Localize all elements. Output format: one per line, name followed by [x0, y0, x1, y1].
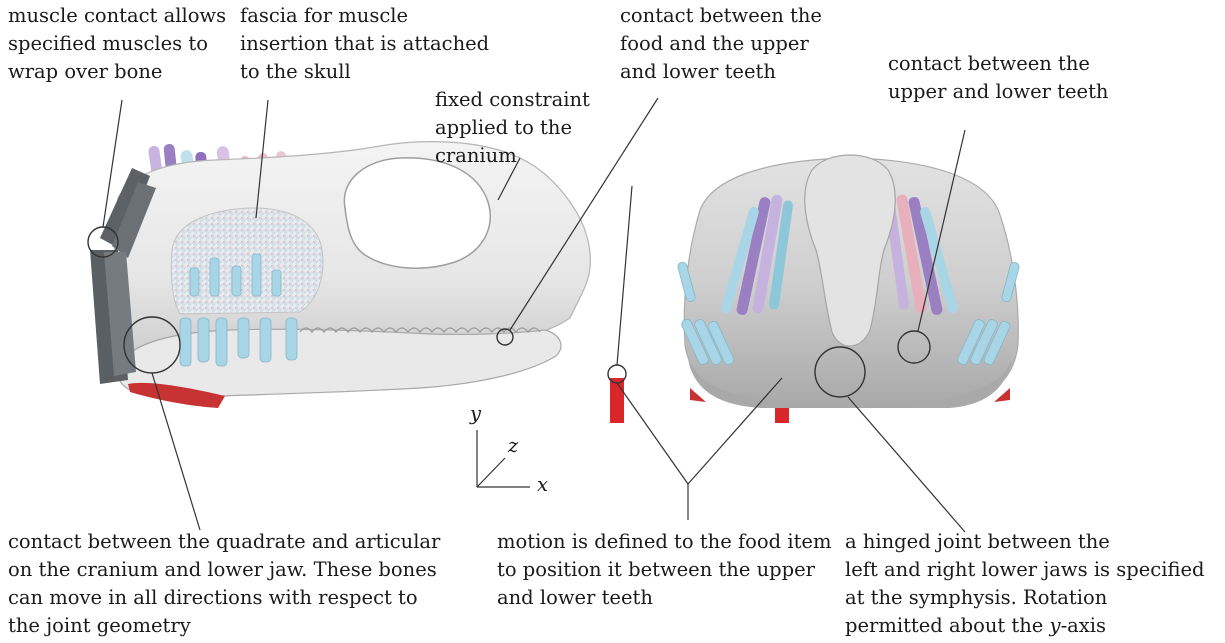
label-text: permitted about the — [845, 614, 1043, 637]
axis-label-y: y — [470, 400, 481, 428]
label-line: the joint geometry — [8, 612, 440, 640]
label-line: contact between the — [620, 2, 822, 30]
label-line: insertion that is attached — [240, 30, 489, 58]
label-quadrate-articular: contact between the quadrate and articul… — [8, 528, 440, 640]
label-line: to the skull — [240, 58, 489, 86]
label-food-teeth-contact: contact between the food and the upper a… — [620, 2, 822, 86]
fascia-patch — [171, 208, 323, 314]
label-line: and lower teeth — [497, 584, 831, 612]
label-teeth-contact: contact between the upper and lower teet… — [888, 50, 1109, 106]
label-line: a hinged joint between the — [845, 528, 1204, 556]
axis-label-z: z — [508, 432, 518, 460]
label-line: fascia for muscle — [240, 2, 489, 30]
label-food-motion: motion is defined to the food item to po… — [497, 528, 831, 612]
label-line: cranium — [435, 142, 590, 170]
label-line: wrap over bone — [8, 58, 226, 86]
label-line: permitted about the y-axis — [845, 612, 1204, 640]
axis-symbol: y — [1050, 614, 1061, 637]
label-muscle-contact: muscle contact allows specified muscles … — [8, 2, 226, 86]
label-line: specified muscles to — [8, 30, 226, 58]
label-line: upper and lower teeth — [888, 78, 1109, 106]
label-line: contact between the quadrate and articul… — [8, 528, 440, 556]
label-line: motion is defined to the food item — [497, 528, 831, 556]
food-item-left — [610, 378, 624, 423]
axis-triad — [477, 430, 530, 487]
label-line: on the cranium and lower jaw. These bone… — [8, 556, 440, 584]
label-line: applied to the — [435, 114, 590, 142]
label-line: muscle contact allows — [8, 2, 226, 30]
jaw-red-right — [994, 388, 1010, 402]
label-fascia: fascia for muscle insertion that is atta… — [240, 2, 489, 86]
frontal-skull-view — [677, 155, 1020, 408]
axis-label-x: x — [537, 471, 548, 499]
label-line: left and right lower jaws is specified — [845, 556, 1204, 584]
label-hinged-joint: a hinged joint between the left and righ… — [845, 528, 1204, 640]
axis-suffix: -axis — [1061, 614, 1106, 637]
jaw-red-left — [690, 388, 706, 402]
label-line: contact between the — [888, 50, 1109, 78]
label-line: and lower teeth — [620, 58, 822, 86]
label-line: to position it between the upper — [497, 556, 831, 584]
label-line: can move in all directions with respect … — [8, 584, 440, 612]
orbit — [344, 158, 490, 268]
label-fixed-constraint: fixed constraint applied to the cranium — [435, 86, 590, 170]
label-line: food and the upper — [620, 30, 822, 58]
lateral-skull-view — [88, 142, 590, 408]
label-line: fixed constraint — [435, 86, 590, 114]
label-line: at the symphysis. Rotation — [845, 584, 1204, 612]
